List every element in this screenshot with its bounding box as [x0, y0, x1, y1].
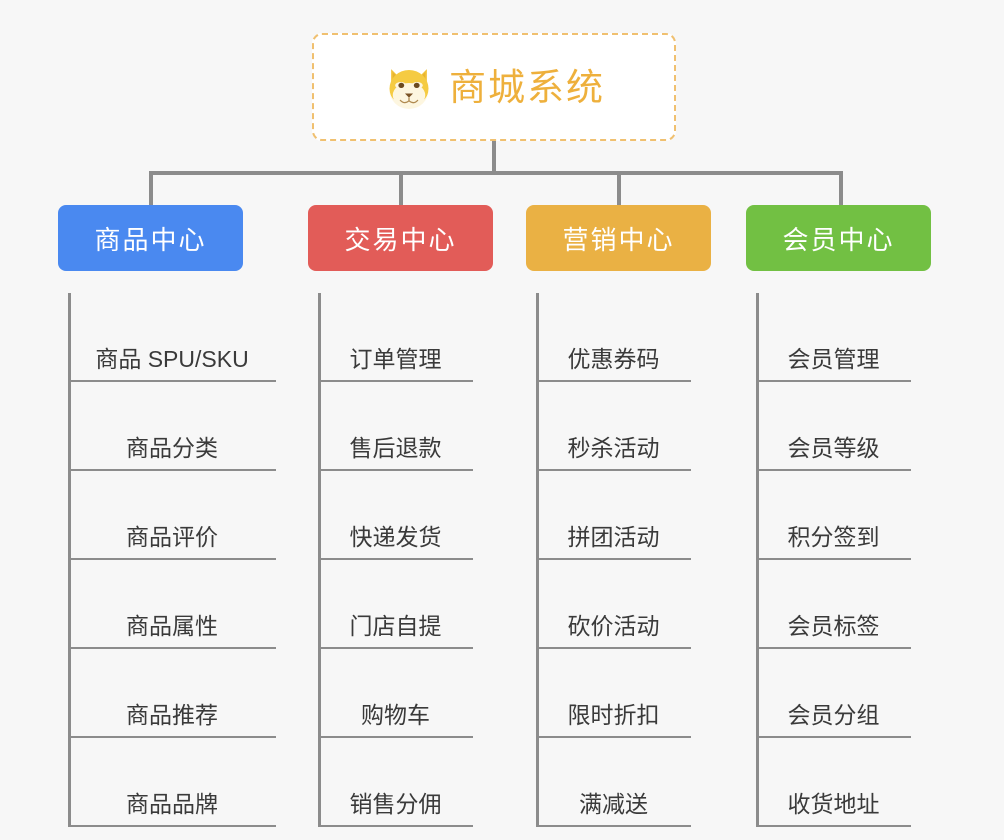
spacer — [58, 271, 243, 293]
connector-drop-2 — [399, 171, 403, 207]
leaf-item[interactable]: 限时折扣 — [536, 649, 691, 738]
category-header-marketing[interactable]: 营销中心 — [526, 205, 711, 271]
root-node[interactable]: 商城系统 — [312, 33, 676, 141]
leaf-item[interactable]: 商品评价 — [68, 471, 276, 560]
leaf-label: 售后退款 — [349, 435, 442, 462]
connector-drop-4 — [839, 171, 843, 207]
category-column-member: 会员中心 会员管理 会员等级 积分签到 会员标签 会员分组 收货地址 — [746, 205, 931, 827]
leaf-label: 限时折扣 — [567, 702, 660, 729]
leaf-label: 购物车 — [361, 702, 430, 729]
leaf-item[interactable]: 会员标签 — [756, 560, 911, 649]
leaf-item[interactable]: 售后退款 — [318, 382, 473, 471]
leaf-item[interactable]: 优惠券码 — [536, 293, 691, 382]
leaf-item[interactable]: 购物车 — [318, 649, 473, 738]
leaf-list-marketing: 优惠券码 秒杀活动 拼团活动 砍价活动 限时折扣 满减送 — [526, 293, 711, 827]
leaf-spine — [318, 293, 321, 827]
leaf-label: 商品分类 — [126, 435, 218, 462]
leaf-item[interactable]: 商品品牌 — [68, 738, 276, 827]
leaf-item[interactable]: 砍价活动 — [536, 560, 691, 649]
leaf-item[interactable]: 门店自提 — [318, 560, 473, 649]
leaf-item[interactable]: 商品推荐 — [68, 649, 276, 738]
leaf-label: 门店自提 — [349, 613, 442, 640]
connector-horizontal-bus — [149, 171, 843, 175]
leaf-item[interactable]: 快递发货 — [318, 471, 473, 560]
leaf-list-member: 会员管理 会员等级 积分签到 会员标签 会员分组 收货地址 — [746, 293, 931, 827]
leaf-label: 会员标签 — [787, 613, 880, 640]
category-header-member[interactable]: 会员中心 — [746, 205, 931, 271]
leaf-label: 收货地址 — [787, 791, 880, 818]
leaf-item[interactable]: 商品 SPU/SKU — [68, 293, 276, 382]
leaf-item[interactable]: 满减送 — [536, 738, 691, 827]
category-column-trade: 交易中心 订单管理 售后退款 快递发货 门店自提 购物车 销售分佣 — [308, 205, 493, 827]
leaf-label: 商品 SPU/SKU — [95, 346, 249, 373]
category-header-trade[interactable]: 交易中心 — [308, 205, 493, 271]
leaf-item[interactable]: 秒杀活动 — [536, 382, 691, 471]
connector-drop-3 — [617, 171, 621, 207]
leaf-spine — [536, 293, 539, 827]
category-column-marketing: 营销中心 优惠券码 秒杀活动 拼团活动 砍价活动 限时折扣 满减送 — [526, 205, 711, 827]
category-label: 会员中心 — [782, 224, 895, 255]
leaf-label: 拼团活动 — [567, 524, 660, 551]
leaf-label: 销售分佣 — [349, 791, 442, 818]
shiba-dog-face-icon — [389, 69, 429, 109]
leaf-label: 订单管理 — [349, 346, 442, 373]
leaf-label: 秒杀活动 — [567, 435, 660, 462]
leaf-item[interactable]: 拼团活动 — [536, 471, 691, 560]
spacer — [308, 271, 493, 293]
leaf-label: 砍价活动 — [567, 613, 660, 640]
leaf-label: 商品评价 — [126, 524, 218, 551]
leaf-label: 快递发货 — [349, 524, 442, 551]
leaf-label: 商品品牌 — [126, 791, 218, 818]
leaf-label: 商品推荐 — [126, 702, 218, 729]
leaf-spine — [756, 293, 759, 827]
leaf-item[interactable]: 收货地址 — [756, 738, 911, 827]
leaf-label: 积分签到 — [787, 524, 880, 551]
leaf-list-product: 商品 SPU/SKU 商品分类 商品评价 商品属性 商品推荐 商品品牌 — [58, 293, 276, 827]
category-header-product[interactable]: 商品中心 — [58, 205, 243, 271]
leaf-list-trade: 订单管理 售后退款 快递发货 门店自提 购物车 销售分佣 — [308, 293, 493, 827]
leaf-item[interactable]: 销售分佣 — [318, 738, 473, 827]
leaf-label: 满减送 — [579, 791, 648, 818]
leaf-item[interactable]: 积分签到 — [756, 471, 911, 560]
leaf-item[interactable]: 订单管理 — [318, 293, 473, 382]
category-column-product: 商品中心 商品 SPU/SKU 商品分类 商品评价 商品属性 商品推荐 商品品牌 — [58, 205, 276, 827]
category-label: 商品中心 — [94, 224, 207, 255]
connector-drop-1 — [149, 171, 153, 207]
leaf-label: 优惠券码 — [567, 346, 660, 373]
leaf-item[interactable]: 商品分类 — [68, 382, 276, 471]
leaf-item[interactable]: 会员分组 — [756, 649, 911, 738]
leaf-spine — [68, 293, 71, 827]
leaf-item[interactable]: 会员等级 — [756, 382, 911, 471]
leaf-label: 会员等级 — [787, 435, 880, 462]
root-title: 商城系统 — [449, 66, 605, 108]
spacer — [526, 271, 711, 293]
category-label: 交易中心 — [344, 224, 457, 255]
leaf-label: 会员管理 — [787, 346, 880, 373]
spacer — [746, 271, 931, 293]
leaf-label: 会员分组 — [787, 702, 880, 729]
leaf-item[interactable]: 商品属性 — [68, 560, 276, 649]
leaf-label: 商品属性 — [126, 613, 218, 640]
connector-root-stem — [492, 141, 496, 175]
category-label: 营销中心 — [562, 224, 675, 255]
leaf-item[interactable]: 会员管理 — [756, 293, 911, 382]
